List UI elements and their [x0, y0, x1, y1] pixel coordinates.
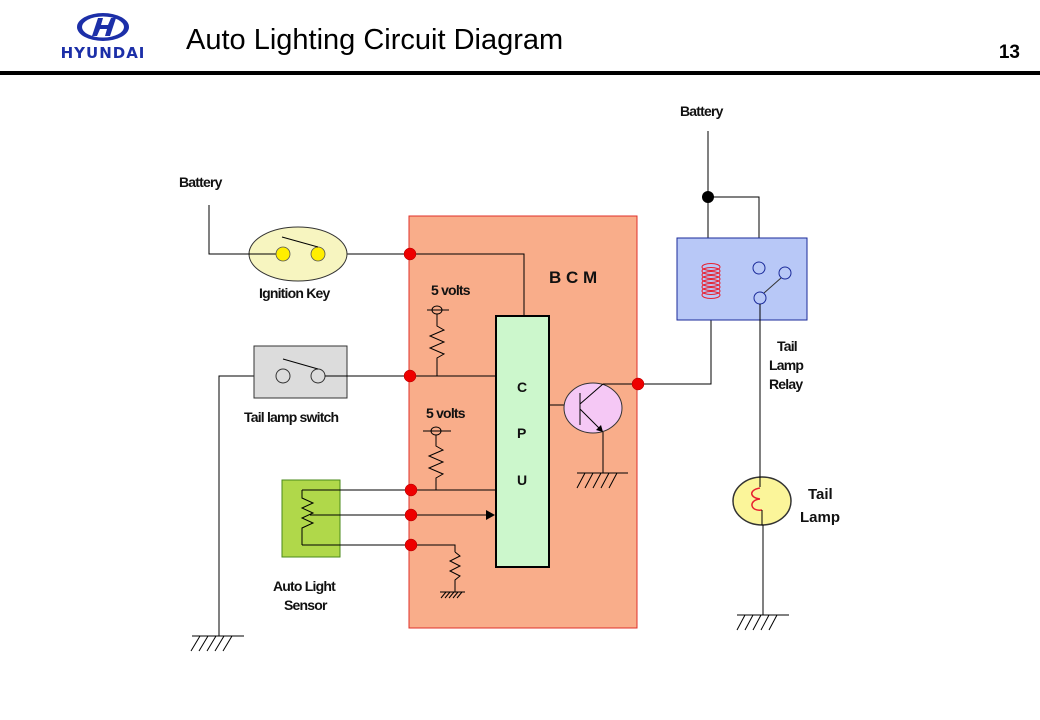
cpu-letter-u: U: [517, 472, 527, 488]
connector-tail-switch: [403, 369, 417, 383]
bcm-label: B C M: [549, 268, 597, 287]
header-divider: [0, 71, 1040, 75]
sensor-wire-bottom: [302, 544, 456, 552]
pullup-resistor-top: [427, 305, 449, 376]
tail-lamp-label-line1: Tail: [808, 486, 833, 503]
cpu-block: [495, 315, 550, 568]
tail-lamp-switch: [253, 345, 348, 399]
tail-lamp-switch-label: Tail lamp switch: [244, 409, 339, 425]
transistor: [563, 382, 623, 434]
tail-lamp-label-line2: Lamp: [800, 509, 840, 526]
ground-symbol-transistor: [576, 472, 628, 489]
battery-left-label: Battery: [179, 174, 223, 190]
auto-light-sensor: [281, 479, 341, 558]
auto-light-sensor-label-line2: Sensor: [284, 597, 328, 613]
relay-label-line3: Relay: [769, 376, 803, 392]
auto-light-sensor-label-line1: Auto Light: [273, 578, 336, 594]
relay-coil-icon: [701, 263, 721, 299]
lamp-filament-icon: [751, 487, 763, 511]
pullup-resistor-bottom: [423, 426, 451, 490]
ignition-key-label: Ignition Key: [259, 285, 331, 301]
ignition-contact-right: [310, 246, 326, 262]
pulldown-resistor: [440, 551, 465, 599]
connector-ignition: [403, 247, 417, 261]
ignition-contact-left: [275, 246, 291, 262]
sensor-signal-arrow: [486, 510, 495, 520]
tail-lamp-relay: [676, 237, 808, 321]
connector-relay-output: [631, 377, 645, 391]
five-volts-bottom-label: 5 volts: [426, 405, 466, 421]
brand-wordmark: HYUNDAI: [60, 44, 146, 62]
connector-sensor-bottom: [404, 538, 418, 552]
hyundai-logo-icon: [77, 13, 129, 41]
ignition-key-switch: [209, 226, 348, 282]
battery-junction-dot: [702, 191, 714, 203]
five-volts-top-label: 5 volts: [431, 282, 471, 298]
connector-sensor-mid: [404, 508, 418, 522]
ignition-to-cpu-wire: [409, 253, 525, 316]
transistor-collector-wire: [603, 296, 712, 385]
ground-symbol-tail-switch: [190, 635, 244, 652]
battery-right-label: Battery: [680, 103, 724, 119]
cpu-letter-p: P: [517, 425, 526, 441]
ground-symbol-lamp: [736, 614, 789, 631]
page-title: Auto Lighting Circuit Diagram: [186, 24, 564, 56]
tail-lamp-bulb: [732, 476, 792, 526]
connector-sensor-top: [404, 483, 418, 497]
relay-label-line2: Lamp: [769, 357, 803, 373]
page-number: 13: [998, 42, 1020, 63]
cpu-letter-c: C: [517, 379, 527, 395]
relay-label-line1: Tail: [777, 338, 797, 354]
slide-header: HYUNDAI Auto Lighting Circuit Diagram 13: [0, 0, 1040, 76]
